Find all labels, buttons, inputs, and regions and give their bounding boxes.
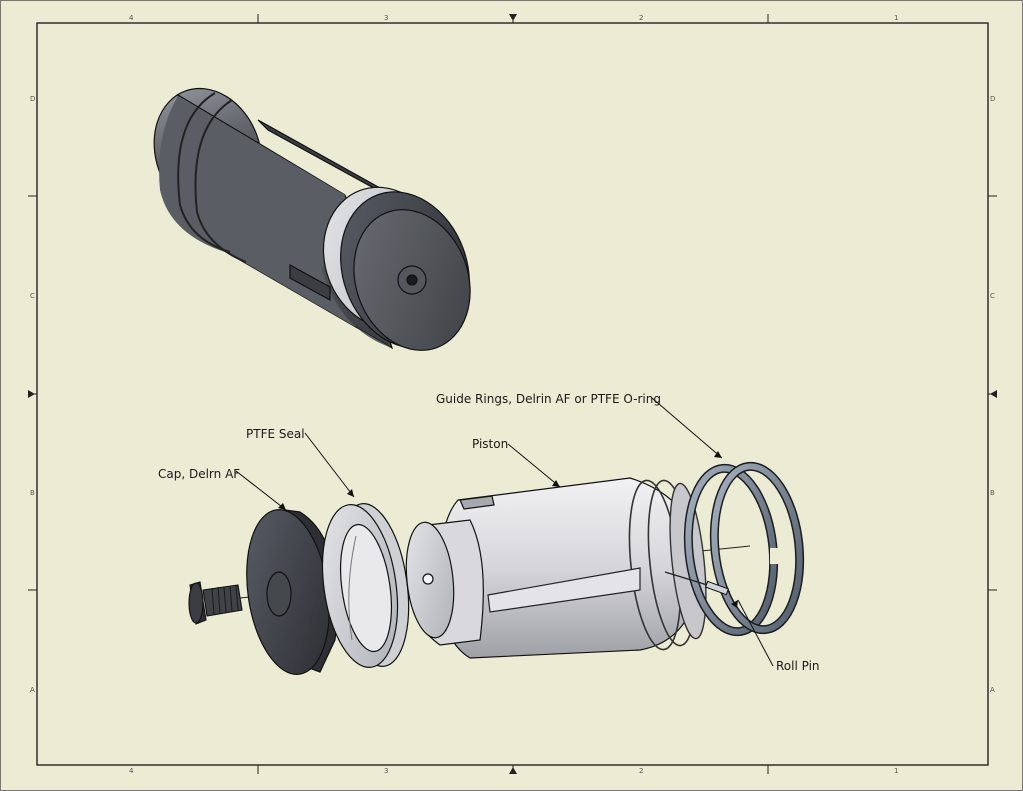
assembled-piston (153, 87, 471, 351)
callout-roll-pin: Roll Pin (776, 659, 820, 673)
zone-col-label-bottom: 1 (894, 767, 898, 775)
centering-marks (28, 14, 997, 774)
guide-rings-part (683, 461, 805, 637)
zone-col-label-top: 3 (384, 14, 388, 22)
piston-part (405, 477, 707, 659)
leader-arrowheads (278, 451, 738, 608)
zone-col-label-bottom: 2 (639, 767, 643, 775)
zone-col-label-bottom: 4 (129, 767, 134, 775)
ptfe-seal-part (321, 503, 410, 668)
callout-guide-rings: Guide Rings, Delrin AF or PTFE O-ring (436, 392, 661, 406)
zone-col-label-top: 1 (894, 14, 898, 22)
zone-row-label-right: C (990, 292, 995, 300)
zone-row-label-left: C (30, 292, 35, 300)
zone-row-label-right: D (990, 95, 995, 103)
zone-col-label-top: 2 (639, 14, 643, 22)
callout-piston: Piston (472, 437, 508, 451)
screw-part (188, 581, 243, 625)
zone-row-label-right: A (990, 686, 995, 694)
zone-row-label-left: B (30, 489, 35, 497)
zone-row-label-right: B (990, 489, 995, 497)
callout-cap: Cap, Delrn AF (158, 467, 240, 481)
cap-part (246, 509, 338, 675)
roll-pin-part (664, 571, 731, 596)
leader-lines (235, 397, 774, 667)
callout-ptfe-seal: PTFE Seal (246, 427, 305, 441)
zone-col-label-top: 4 (129, 14, 134, 22)
zone-row-label-left: D (30, 95, 35, 103)
zone-col-label-bottom: 3 (384, 767, 388, 775)
zone-row-label-left: A (30, 686, 35, 694)
